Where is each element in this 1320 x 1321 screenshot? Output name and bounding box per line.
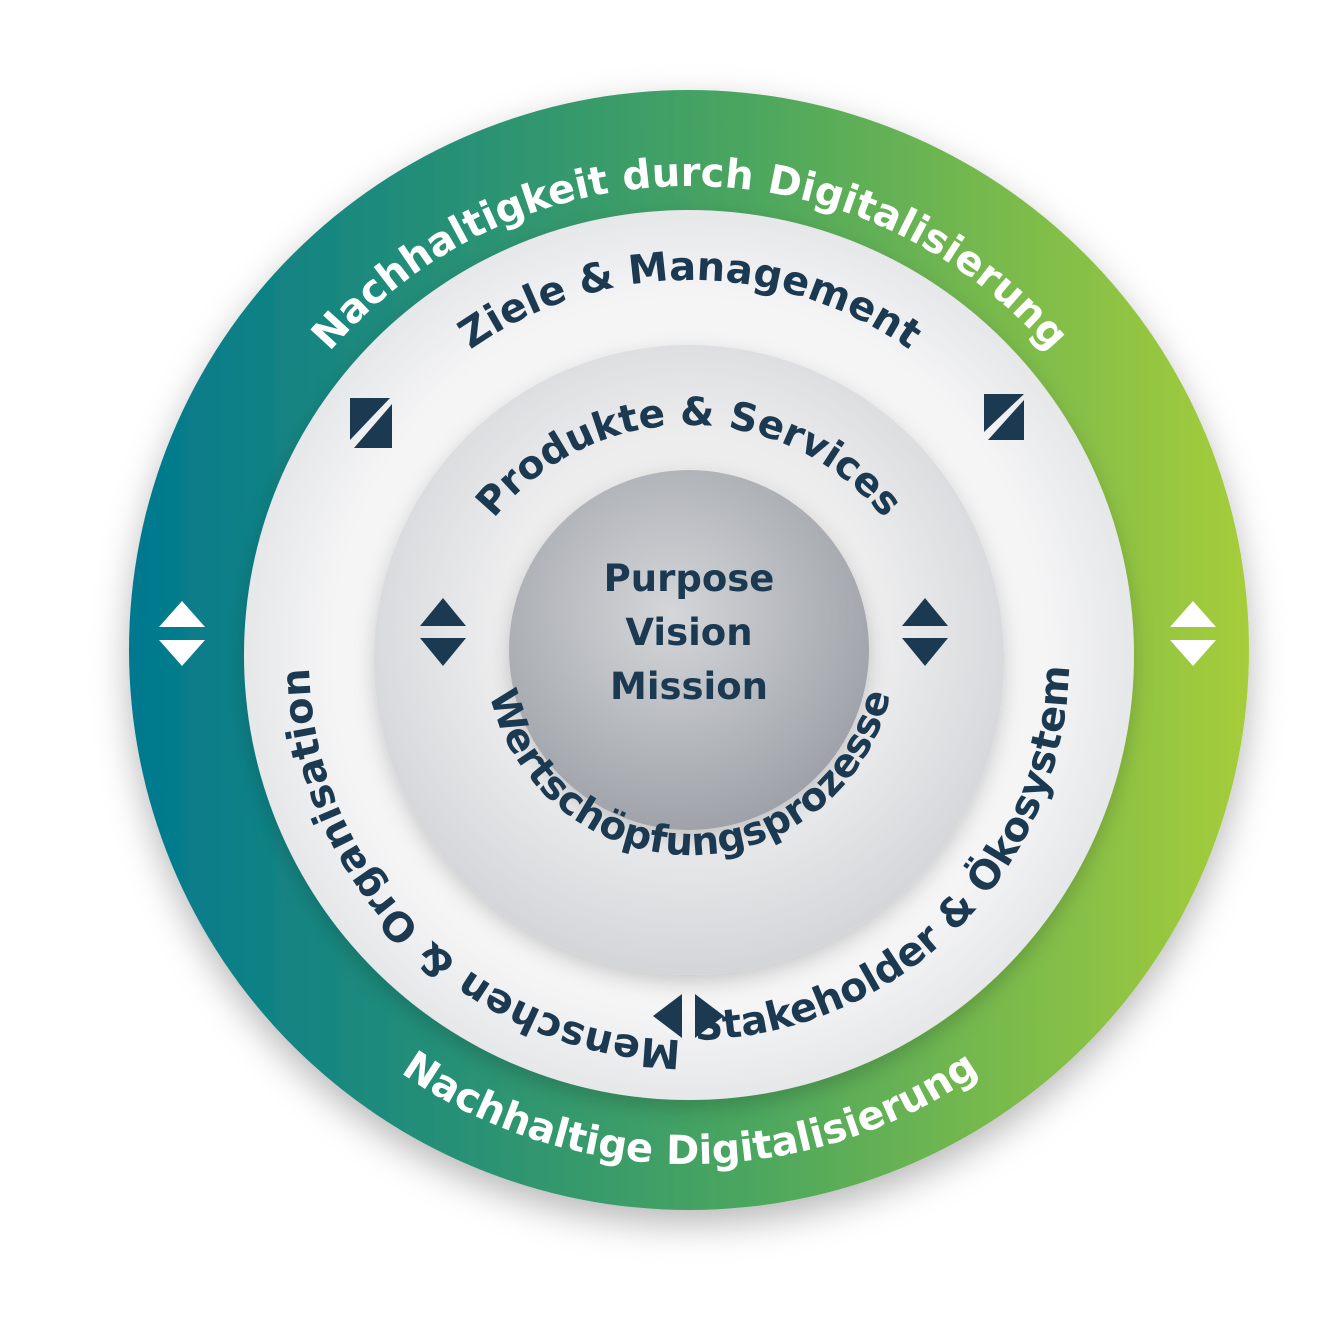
left-right-arrows-icon [653, 994, 724, 1038]
core-line-vision: Vision [625, 611, 752, 654]
up-down-arrows-icon [902, 598, 948, 666]
up-down-arrows-icon [1170, 601, 1216, 666]
core-line-mission: Mission [610, 665, 768, 708]
diagonal-arrows-icon [984, 394, 1024, 440]
diagonal-arrows-icon [350, 398, 392, 448]
up-down-arrows-icon [159, 601, 205, 666]
core-line-purpose: Purpose [604, 557, 775, 600]
core-circle [509, 470, 869, 830]
up-down-arrows-icon [420, 598, 466, 666]
